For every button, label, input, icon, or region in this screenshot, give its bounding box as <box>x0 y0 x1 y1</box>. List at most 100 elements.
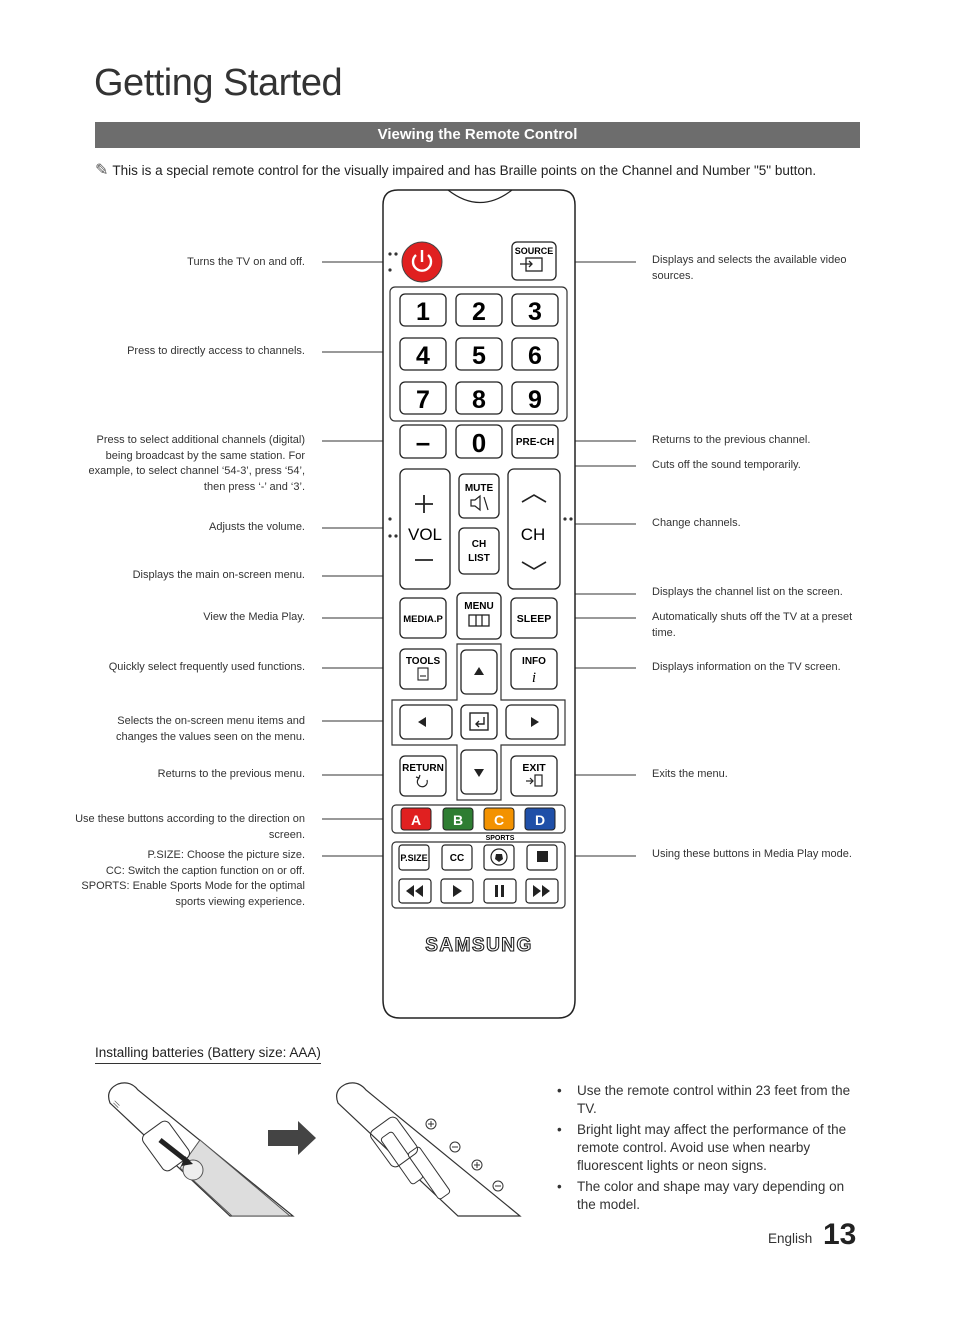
footer-language: English <box>768 1231 813 1246</box>
callout-info: Displays information on the TV screen. <box>652 661 841 673</box>
exit-button <box>510 755 558 797</box>
page-number: 13 <box>823 1218 857 1251</box>
sleep-label: SLEEP <box>517 613 551 625</box>
volume-rocker <box>399 468 451 590</box>
soccer-ball-icon <box>490 848 508 866</box>
up-arrow-icon <box>474 667 484 675</box>
right-arrow-icon <box>531 717 539 727</box>
info-button <box>510 648 558 690</box>
number-label-4: 4 <box>416 342 430 370</box>
callout-sleep: Automatically shuts off the TV at a pres… <box>652 611 853 639</box>
color-button-d <box>524 807 556 831</box>
info-i-icon: i <box>532 670 536 686</box>
callout-power: Turns the TV on and off. <box>187 256 305 268</box>
exit-icon <box>526 774 543 787</box>
callout-channel: Change channels. <box>652 517 741 529</box>
sports-term: SPORTS <box>81 880 127 892</box>
number-button-8 <box>455 381 503 415</box>
number-button-2 <box>455 293 503 327</box>
mute-label: MUTE <box>465 483 494 494</box>
callout-mute: Cuts off the sound temporarily. <box>652 459 801 471</box>
color-button-b <box>442 807 474 831</box>
source-label: SOURCE <box>515 246 554 256</box>
mute-button <box>458 473 500 519</box>
number-button-6 <box>511 337 559 371</box>
sports-text: : Enable Sports Mode for the optimal spo… <box>126 880 305 908</box>
info-label: INFO <box>522 656 546 667</box>
list-item: The color and shape may vary depending o… <box>557 1178 857 1214</box>
callout-color-buttons: Use these buttons according to the direc… <box>75 813 305 841</box>
callout-exit: Exits the menu. <box>652 768 728 780</box>
note: ✎This is a special remote control for th… <box>95 160 816 180</box>
number-label-5: 5 <box>472 342 486 370</box>
callout-number-buttons: Press to directly access to channels. <box>127 345 305 357</box>
number-label-9: 9 <box>528 386 542 414</box>
battery-cover-step-1: // <box>108 1082 295 1217</box>
psize-label: P.SIZE <box>400 853 427 863</box>
color-button-a <box>400 807 432 831</box>
psize-term: P.SIZE <box>147 849 181 861</box>
return-icon <box>415 774 428 788</box>
stop-icon <box>537 851 548 862</box>
list-item: Use the remote control within 23 feet fr… <box>557 1082 857 1118</box>
battery-notes: Use the remote control within 23 feet fr… <box>557 1082 857 1217</box>
sleep-button <box>510 597 558 639</box>
mediap-button <box>399 597 447 639</box>
braille-dots-ch <box>563 517 573 521</box>
menu-label: MENU <box>464 601 493 612</box>
cc-label: CC <box>450 853 464 864</box>
vol-label: VOL <box>408 525 442 544</box>
exit-label: EXIT <box>522 762 546 774</box>
channel-rocker <box>507 468 561 590</box>
cc-button <box>441 844 473 871</box>
enter-icon <box>469 712 489 731</box>
play-icon <box>453 885 462 897</box>
return-label: RETURN <box>402 763 444 774</box>
zero-label: 0 <box>472 428 486 458</box>
next-step-arrow-icon <box>268 1121 316 1155</box>
braille-dots-vol <box>388 517 398 538</box>
callout-prech: Returns to the previous channel. <box>652 434 811 446</box>
callout-source: Displays and selects the available video… <box>652 254 847 282</box>
number-label-6: 6 <box>528 342 542 370</box>
number-button-1 <box>399 293 447 327</box>
callout-mediap: View the Media Play. <box>203 611 305 623</box>
color-button-a-label: A <box>411 812 421 828</box>
slide-arrow-icon <box>181 1156 193 1166</box>
callout-return: Returns to the previous menu. <box>157 768 305 780</box>
section-title: Viewing the Remote Control <box>95 122 860 148</box>
navigation-frame <box>391 643 566 801</box>
callout-menu: Displays the main on-screen menu. <box>132 569 305 581</box>
remote-top-notch <box>447 189 513 203</box>
down-arrow-icon <box>474 769 484 777</box>
tools-button <box>399 648 447 690</box>
channel-up-icon <box>521 494 547 503</box>
svg-text://: // <box>111 1099 122 1109</box>
number-button-9 <box>511 381 559 415</box>
fast-forward-icon <box>533 885 550 897</box>
number-label-3: 3 <box>528 298 542 326</box>
tools-label: TOOLS <box>406 656 441 667</box>
mediap-label: MEDIA.P <box>403 614 443 625</box>
callout-mediaplay-controls: Using these buttons in Media Play mode. <box>652 848 852 860</box>
callout-dash-button: Press to select additional channels (dig… <box>88 434 305 493</box>
zero-button <box>455 424 503 459</box>
braille-dots-power <box>388 252 398 272</box>
media-play-frame <box>391 841 566 909</box>
number-label-2: 2 <box>472 298 486 326</box>
color-button-b-label: B <box>453 812 463 828</box>
note-text: This is a special remote control for the… <box>112 163 817 178</box>
list-item: Bright light may affect the performance … <box>557 1121 857 1175</box>
battery-compartment-step-2 <box>336 1082 522 1217</box>
number-label-1: 1 <box>416 298 430 326</box>
chlist-label-2: LIST <box>468 553 490 564</box>
number-button-3 <box>511 293 559 327</box>
callout-volume: Adjusts the volume. <box>209 521 305 533</box>
psize-text: : Choose the picture size. <box>180 849 305 861</box>
callout-chlist: Displays the channel list on the screen. <box>652 586 843 598</box>
source-button <box>511 241 557 281</box>
page-title: Getting Started <box>94 62 343 104</box>
psize-button <box>398 844 430 871</box>
